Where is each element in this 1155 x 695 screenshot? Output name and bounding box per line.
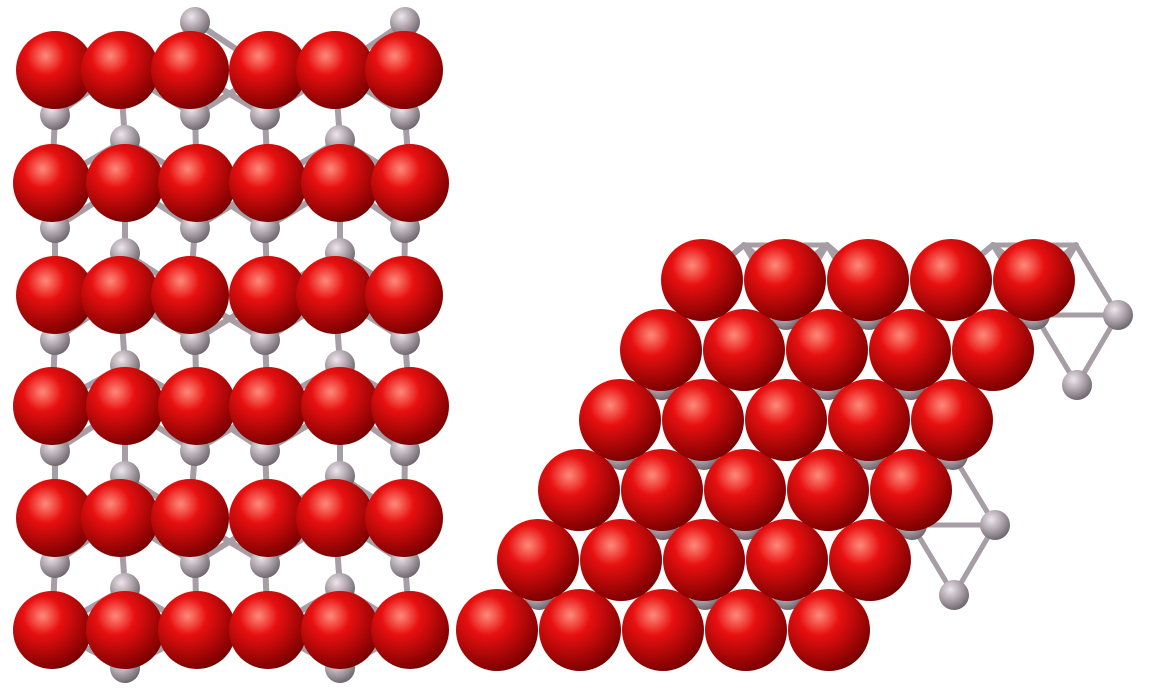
oxygen-atom xyxy=(296,479,374,557)
oxygen-atom xyxy=(580,519,662,601)
oxygen-atom xyxy=(788,589,870,671)
oxygen-atom xyxy=(621,449,703,531)
oxygen-atom xyxy=(301,591,379,669)
oxygen-atom xyxy=(158,144,236,222)
oxygen-atom xyxy=(296,256,374,334)
oxygen-atom xyxy=(744,239,826,321)
oxygen-atom xyxy=(705,589,787,671)
oxygen-atom xyxy=(16,256,94,334)
oxygen-atom xyxy=(579,379,661,461)
oxygen-atom xyxy=(746,519,828,601)
oxygen-atom xyxy=(661,239,743,321)
metal-atom xyxy=(1062,370,1092,400)
oxygen-atom xyxy=(13,144,91,222)
oxygen-atom xyxy=(151,31,229,109)
metal-atom xyxy=(1103,300,1133,330)
oxygen-atom xyxy=(301,144,379,222)
oxygen-atom xyxy=(456,589,538,671)
oxygen-atom xyxy=(538,449,620,531)
oxygen-atom xyxy=(829,519,911,601)
oxygen-atom xyxy=(13,591,91,669)
oxygen-atom xyxy=(365,479,443,557)
oxygen-atom xyxy=(371,367,449,445)
oxygen-atom xyxy=(229,591,307,669)
oxygen-atom xyxy=(229,367,307,445)
oxygen-atom xyxy=(13,367,91,445)
oxygen-atom xyxy=(158,367,236,445)
oxygen-atom xyxy=(81,479,159,557)
top-view-structure xyxy=(456,239,1133,671)
oxygen-atom xyxy=(910,239,992,321)
oxygen-atom xyxy=(16,479,94,557)
oxygen-atom xyxy=(301,367,379,445)
oxygen-atom xyxy=(229,479,307,557)
oxygen-atom xyxy=(622,589,704,671)
oxygen-atom xyxy=(828,379,910,461)
oxygen-atom xyxy=(827,239,909,321)
metal-atom xyxy=(980,510,1010,540)
metal-atom xyxy=(939,580,969,610)
oxygen-atom xyxy=(371,144,449,222)
oxygen-atom xyxy=(786,309,868,391)
oxygen-atom xyxy=(704,449,786,531)
oxygen-atom xyxy=(952,309,1034,391)
oxygen-atom xyxy=(86,367,164,445)
oxygen-atom xyxy=(86,591,164,669)
oxygen-atom xyxy=(151,479,229,557)
metal-atom xyxy=(390,7,420,37)
oxygen-atom xyxy=(296,31,374,109)
oxygen-atom xyxy=(229,256,307,334)
oxygen-atom xyxy=(993,239,1075,321)
oxygen-atom xyxy=(86,144,164,222)
side-view-oxygen-atoms xyxy=(13,31,449,669)
oxygen-atom xyxy=(497,519,579,601)
oxygen-atom xyxy=(365,31,443,109)
oxygen-atom xyxy=(229,144,307,222)
oxygen-atom xyxy=(365,256,443,334)
oxygen-atom xyxy=(229,31,307,109)
oxygen-atom xyxy=(787,449,869,531)
oxygen-atom xyxy=(81,256,159,334)
oxygen-atom xyxy=(911,379,993,461)
oxygen-atom xyxy=(870,449,952,531)
side-view-structure xyxy=(13,7,449,683)
oxygen-atom xyxy=(81,31,159,109)
oxygen-atom xyxy=(703,309,785,391)
oxygen-atom xyxy=(662,379,744,461)
oxygen-atom xyxy=(539,589,621,671)
oxygen-atom xyxy=(16,31,94,109)
oxygen-atom xyxy=(151,256,229,334)
oxygen-atom xyxy=(371,591,449,669)
oxygen-atom xyxy=(663,519,745,601)
top-view-oxygen-atoms xyxy=(456,239,1075,671)
oxygen-atom xyxy=(869,309,951,391)
oxygen-atom xyxy=(620,309,702,391)
metal-atom xyxy=(180,7,210,37)
oxygen-atom xyxy=(158,591,236,669)
oxygen-atom xyxy=(745,379,827,461)
